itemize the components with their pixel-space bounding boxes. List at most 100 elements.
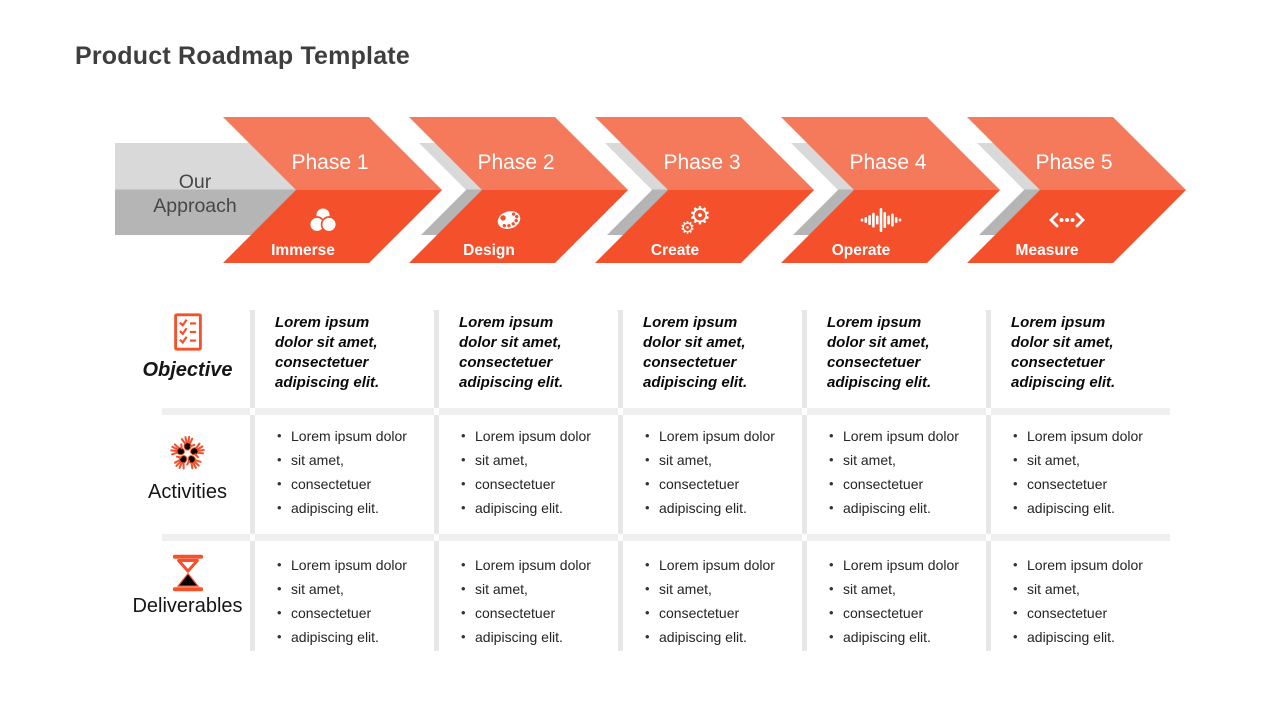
row-divider (125, 408, 1170, 415)
bullet-item: consectetuer (1011, 472, 1170, 496)
bullet-item: Lorem ipsum dolor (643, 553, 802, 577)
bullet-item: Lorem ipsum dolor (643, 424, 802, 448)
phase-3-label: Create (651, 242, 700, 259)
bullet-item: adipiscing elit. (275, 496, 434, 520)
bullet-item: consectetuer (459, 472, 618, 496)
approach-label-line2: Approach (153, 195, 236, 217)
row-header-objective: Objective (125, 310, 250, 408)
bullet-item: sit amet, (275, 448, 434, 472)
phase-1-separator (369, 117, 466, 263)
roadmap-chevron-band: Our Approach Phase 1 Immerse Phase 2 (115, 117, 1186, 263)
phase-4-separator (927, 117, 1024, 263)
bullet-item: consectetuer (827, 472, 986, 496)
phase-4-arrow-top (781, 117, 1000, 190)
bullet-item: sit amet, (643, 448, 802, 472)
waveform-icon (860, 208, 902, 232)
bullet-item: adipiscing elit. (275, 625, 434, 649)
bullet-item: adipiscing elit. (1011, 625, 1170, 649)
hands-star-icon (168, 435, 207, 472)
bullet-item: consectetuer (827, 601, 986, 625)
row-divider (125, 534, 1170, 541)
page-title: Product Roadmap Template (75, 42, 410, 70)
table-row-objective: Objective Lorem ipsum dolor sit amet, co… (125, 310, 1170, 408)
row-header-deliverables: Deliverables (125, 541, 250, 651)
phase-2-arrow-top (409, 117, 628, 190)
phase-3-name: Phase 3 (663, 151, 740, 174)
phase-1-name: Phase 1 (291, 151, 368, 174)
bullet-item: Lorem ipsum dolor (1011, 424, 1170, 448)
phase-2-chevron: Phase 2 Design (409, 117, 652, 263)
bullet-item: sit amet, (459, 448, 618, 472)
bullet-item: consectetuer (1011, 601, 1170, 625)
phase-2-separator (555, 117, 652, 263)
bullet-item: consectetuer (275, 472, 434, 496)
svg-text:⚙: ⚙ (680, 219, 695, 239)
cell-text: Lorem ipsum dolor sit amet, consectetuer… (275, 314, 380, 391)
row-header-activities: Activities (125, 415, 250, 534)
bullet-item: Lorem ipsum dolor (1011, 553, 1170, 577)
bullet-item: Lorem ipsum dolor (827, 424, 986, 448)
phase-1-label: Immerse (271, 242, 335, 259)
phase-5-chevron: Phase 5 Measure (967, 117, 1186, 263)
row-title: Objective (142, 359, 233, 381)
cell-text: Lorem ipsum dolor sit amet, consectetuer… (1011, 314, 1116, 391)
objective-cell-phase-1: Lorem ipsum dolor sit amet, consectetuer… (250, 310, 434, 408)
cell-text: Lorem ipsum dolor sit amet, consectetuer… (827, 314, 932, 391)
phase-3-separator (741, 117, 838, 263)
phase-3-chevron: Phase 3 ⚙ ⚙ Create (595, 117, 838, 263)
phase-3-arrow-top (595, 117, 814, 190)
objective-cell-phase-3: Lorem ipsum dolor sit amet, consectetuer… (618, 310, 802, 408)
phase-1-chevron: Phase 1 Immerse (223, 117, 466, 263)
bullet-item: consectetuer (643, 601, 802, 625)
row-title: Deliverables (132, 595, 243, 617)
objective-cell-phase-4: Lorem ipsum dolor sit amet, consectetuer… (802, 310, 986, 408)
bullet-item: consectetuer (275, 601, 434, 625)
bullet-item: Lorem ipsum dolor (275, 424, 434, 448)
phase-4-chevron: Phase 4 Operate (781, 117, 1024, 263)
bullet-item: adipiscing elit. (459, 496, 618, 520)
cell-text: Lorem ipsum dolor sit amet, consectetuer… (459, 314, 564, 391)
cell-text: Lorem ipsum dolor sit amet, consectetuer… (643, 314, 748, 391)
bullet-item: Lorem ipsum dolor (459, 424, 618, 448)
phase-5-name: Phase 5 (1035, 151, 1112, 174)
bullet-item: consectetuer (643, 472, 802, 496)
phase-4-label: Operate (832, 242, 891, 259)
approach-label-line1: Our (179, 171, 212, 193)
phase-5-label: Measure (1016, 242, 1079, 259)
bullet-item: adipiscing elit. (643, 496, 802, 520)
roadmap-table: Objective Lorem ipsum dolor sit amet, co… (125, 310, 1170, 651)
phase-5-arrow-top (967, 117, 1186, 190)
bullet-item: adipiscing elit. (827, 625, 986, 649)
venn-circles-icon (308, 206, 338, 233)
bullet-item: adipiscing elit. (1011, 496, 1170, 520)
phase-1-arrow-top (223, 117, 442, 190)
bullet-item: sit amet, (827, 577, 986, 601)
bullet-item: sit amet, (1011, 448, 1170, 472)
phase-2-name: Phase 2 (477, 151, 554, 174)
bullet-item: sit amet, (643, 577, 802, 601)
bullet-item: sit amet, (1011, 577, 1170, 601)
bullet-item: adipiscing elit. (827, 496, 986, 520)
phase-4-name: Phase 4 (849, 151, 926, 174)
bullet-item: sit amet, (827, 448, 986, 472)
palette-icon (497, 211, 521, 229)
